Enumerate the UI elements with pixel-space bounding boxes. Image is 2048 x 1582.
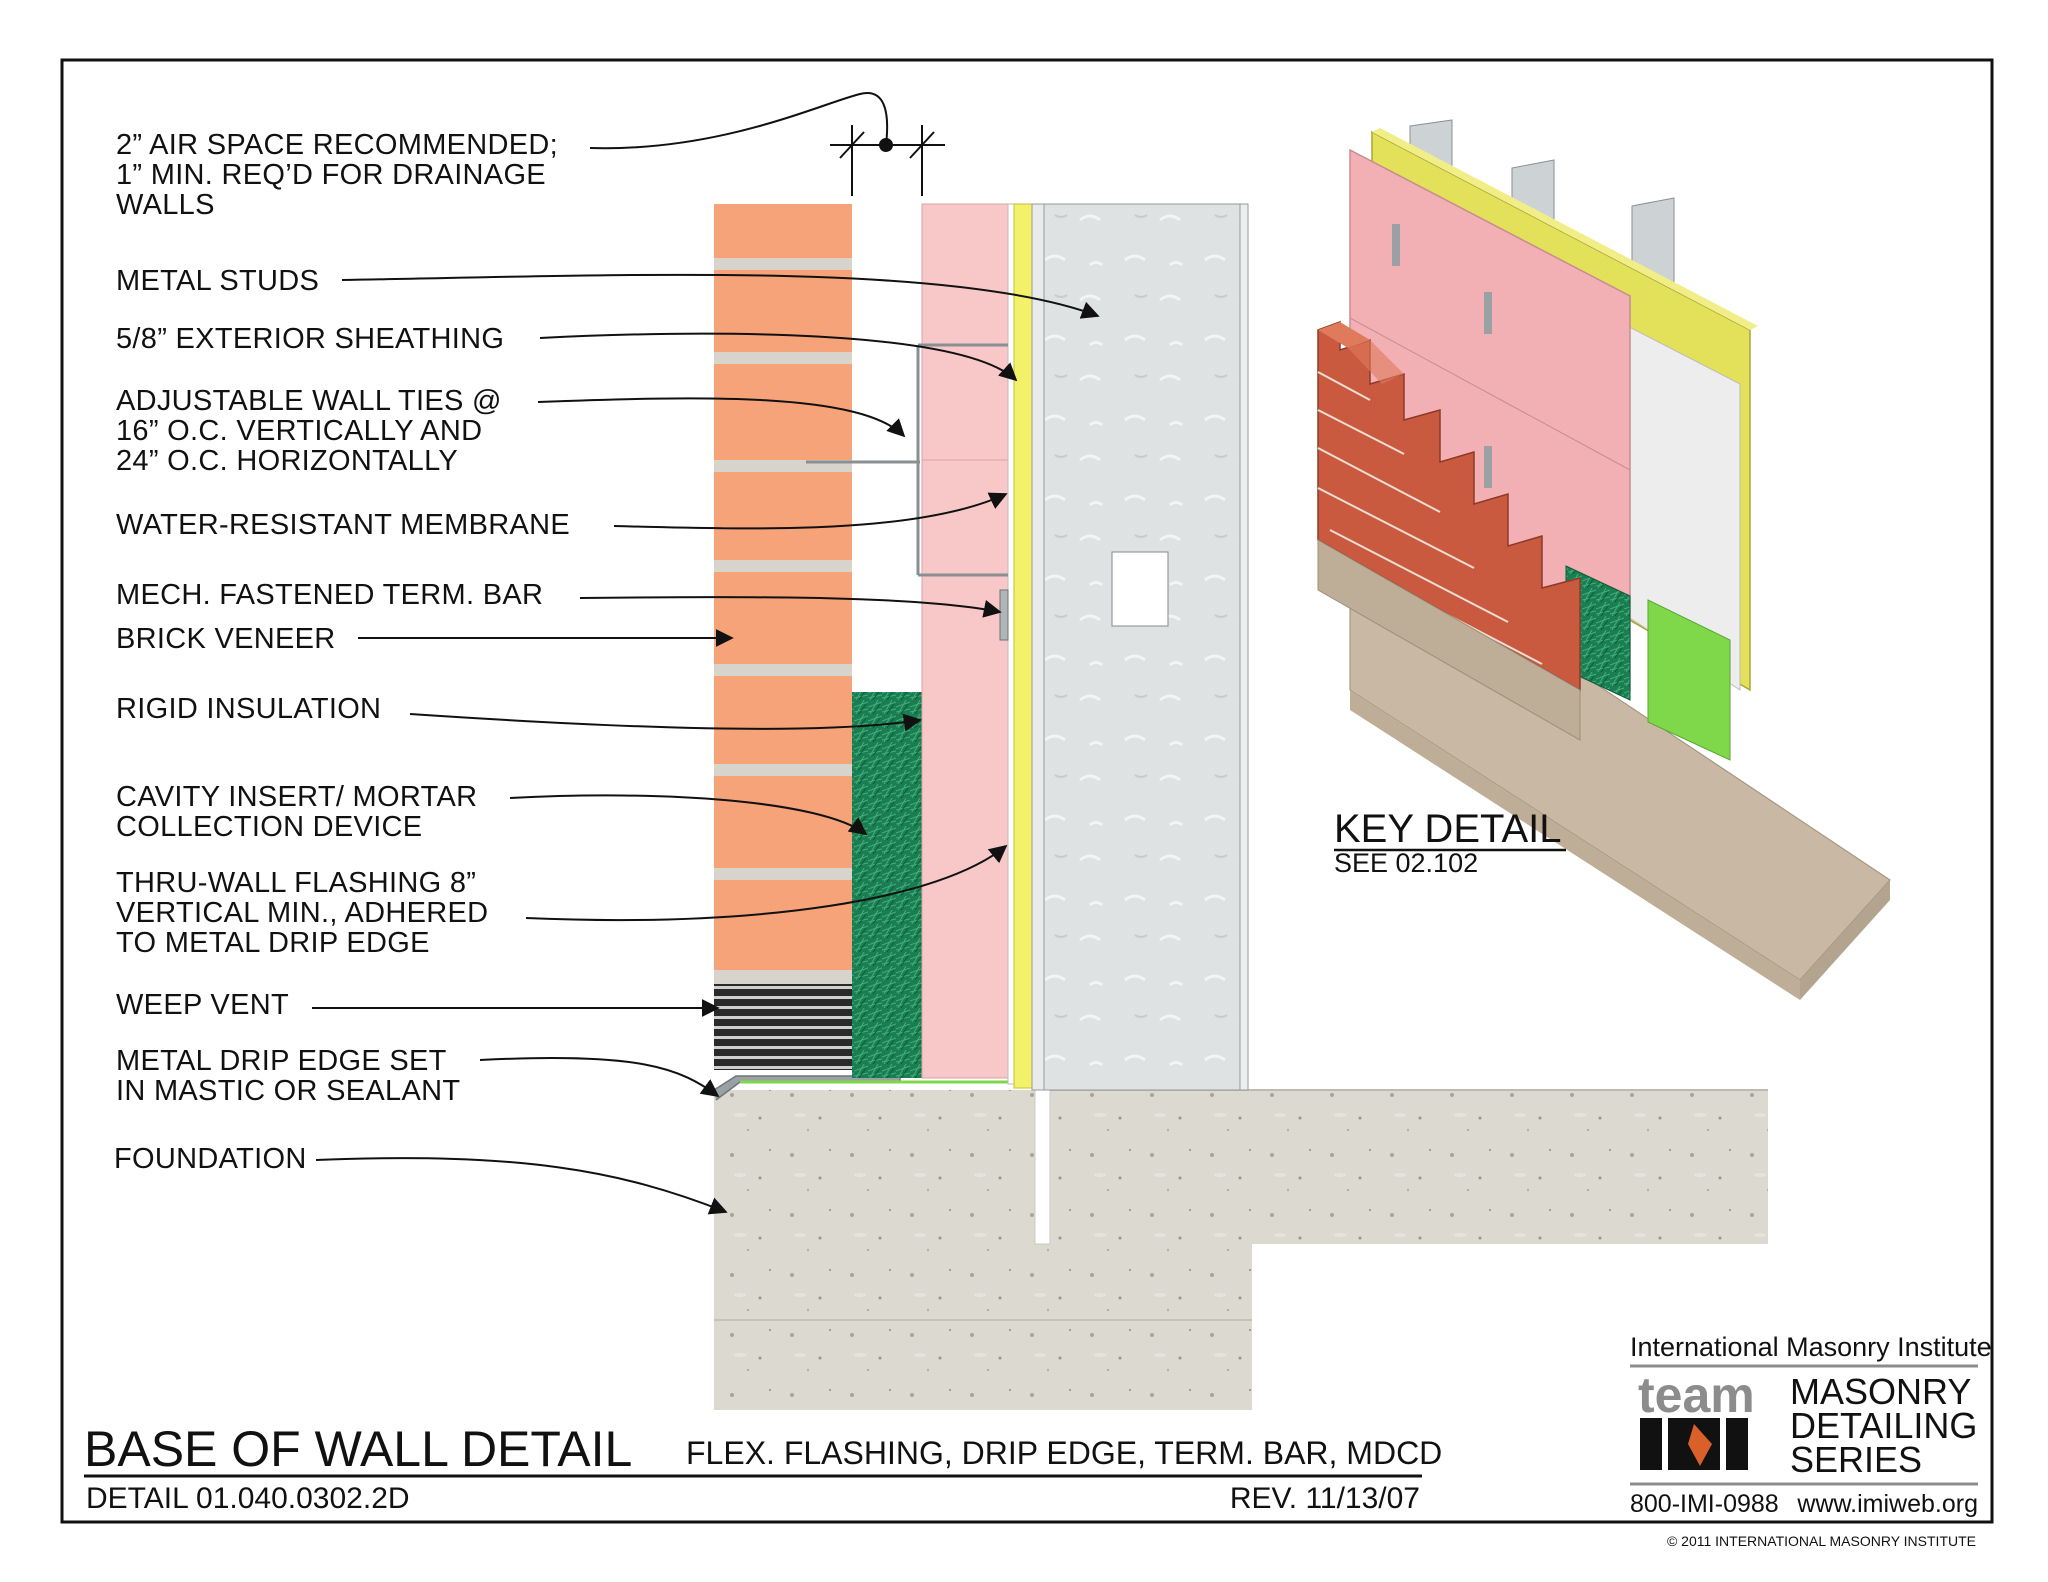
detail-number: DETAIL 01.040.0302.2D xyxy=(86,1482,410,1515)
revision-date: REV. 11/13/07 xyxy=(1230,1482,1420,1515)
logo-website: www.imiweb.org xyxy=(1796,1490,1978,1518)
term-bar xyxy=(999,589,1009,641)
metal-studs xyxy=(1043,203,1241,1091)
copyright: © 2011 INTERNATIONAL MASONRY INSTITUTE xyxy=(1667,1533,1976,1549)
slab-joint xyxy=(1034,1089,1051,1245)
exterior-sheathing xyxy=(1013,203,1033,1089)
air-space-dimension xyxy=(589,92,945,196)
logo-team: team xyxy=(1638,1367,1755,1423)
key-detail-ref: SEE 02.102 xyxy=(1334,848,1478,878)
callout-membrane: WATER-RESISTANT MEMBRANE xyxy=(116,509,570,541)
logo-org-name: International Masonry Institute xyxy=(1630,1332,1992,1362)
slab-on-grade xyxy=(1050,1090,1768,1244)
callouts: 2” AIR SPACE RECOMMENDED; 1” MIN. REQ’D … xyxy=(114,129,1100,1215)
drawing-title: BASE OF WALL DETAIL xyxy=(84,1421,632,1477)
logo-phone: 800-IMI-0988 xyxy=(1630,1490,1779,1518)
callout-cavity-insert: CAVITY INSERT/ MORTAR COLLECTION DEVICE xyxy=(116,781,486,843)
trowel-icon xyxy=(1688,1424,1712,1466)
callout-wall-ties: ADJUSTABLE WALL TIES @ 16” O.C. VERTICAL… xyxy=(116,385,510,477)
sheet-border xyxy=(60,58,1994,1524)
callout-weep-vent: WEEP VENT xyxy=(116,989,289,1021)
callout-foundation: FOUNDATION xyxy=(114,1143,307,1175)
imi-logo: International Masonry Institute team MAS… xyxy=(1630,1332,1992,1518)
weep-vent xyxy=(714,984,852,1070)
wall-section xyxy=(589,92,1768,1410)
callout-brick-veneer: BRICK VENEER xyxy=(116,623,336,655)
logo-series: MASONRY DETAILING SERIES xyxy=(1790,1371,1987,1480)
drawing-subtitle: FLEX. FLASHING, DRIP EDGE, TERM. BAR, MD… xyxy=(686,1435,1442,1471)
cavity-insert xyxy=(852,692,922,1078)
callout-air-space: 2” AIR SPACE RECOMMENDED; 1” MIN. REQ’D … xyxy=(116,129,566,221)
key-detail-iso xyxy=(1317,119,1891,1000)
callout-term-bar: MECH. FASTENED TERM. BAR xyxy=(116,579,543,611)
callout-flashing: THRU-WALL FLASHING 8” VERTICAL MIN., ADH… xyxy=(116,867,497,959)
water-resistant-membrane xyxy=(1007,203,1015,1085)
brick-veneer xyxy=(714,204,852,984)
rigid-insulation xyxy=(921,203,1009,1079)
callout-exterior-sheathing: 5/8” EXTERIOR SHEATHING xyxy=(116,323,504,355)
callout-drip-edge: METAL DRIP EDGE SET IN MASTIC OR SEALANT xyxy=(116,1045,460,1107)
callout-rigid-insulation: RIGID INSULATION xyxy=(116,693,381,725)
stud-knockout xyxy=(1111,551,1169,627)
callout-metal-studs: METAL STUDS xyxy=(116,265,319,297)
adjustable-wall-tie xyxy=(806,343,1008,577)
key-detail-title: KEY DETAIL xyxy=(1334,807,1562,851)
